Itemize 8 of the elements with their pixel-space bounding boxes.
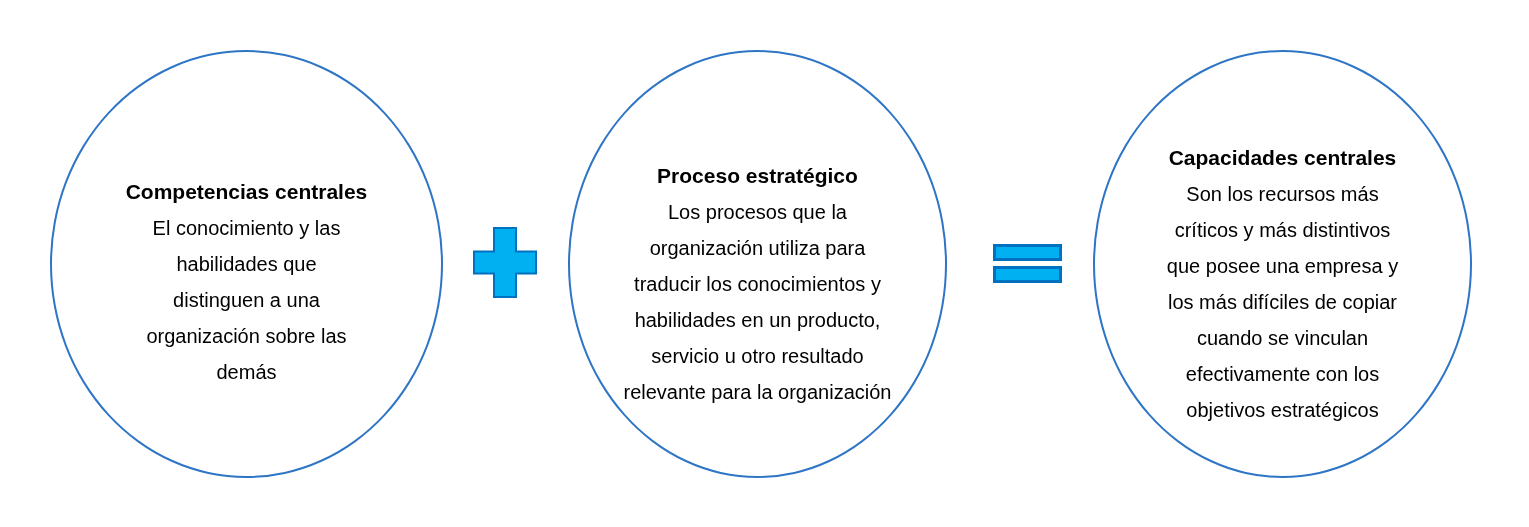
circle-heading: Competencias centrales — [125, 179, 368, 205]
circle-description: Son los recursos más críticos y más distintivos que posee una empresa y los más difíciles de copiar cuando se vinculan efectivamente con los objetivos estratégicos — [1165, 182, 1400, 423]
circle-heading: Proceso estratégico — [657, 163, 858, 189]
circle-heading: Capacidades centrales — [1168, 145, 1397, 171]
circle-description: Los procesos que la organización utiliza para traducir los conocimientos y habilidades en un producto, servicio u otro resultado relevante para la organización — [623, 200, 892, 405]
equals-icon — [993, 244, 1062, 283]
plus-icon — [473, 227, 537, 298]
circle-description: El conocimiento y las habilidades que distinguen a una organización sobre las demás — [145, 216, 348, 385]
